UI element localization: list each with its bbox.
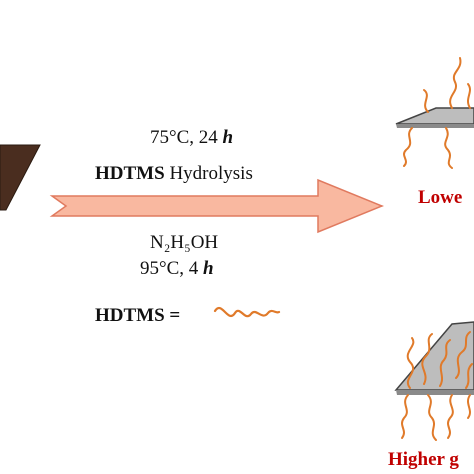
hdtms-chain-icon	[401, 394, 409, 439]
sheet-lower-edge	[396, 124, 474, 128]
hdtms-chain-icon	[423, 89, 429, 113]
condition-below-temp-time: 95°C, 4 h	[140, 259, 214, 278]
condition-above-temp-time: 75°C, 24 h	[150, 128, 233, 147]
condition-above-process: HDTMS Hydrolysis	[95, 164, 253, 183]
starting-substrate	[0, 144, 41, 211]
reagent-hdtms-label: HDTMS	[95, 163, 165, 184]
process-hydrolysis-label: Hydrolysis	[164, 163, 253, 184]
sheet-higher-edge	[396, 390, 474, 395]
hdtms-chain-icon	[403, 127, 413, 167]
legend-hdtms-label: HDTMS =	[95, 305, 181, 326]
hdtms-chain-icon	[449, 57, 462, 109]
lower-grafted-sheet	[395, 57, 474, 169]
hdtms-chain-icon	[439, 339, 451, 387]
hdtms-chain-icon	[465, 363, 473, 389]
hdtms-chain-icon	[421, 333, 433, 385]
result-higher-label: Higher g	[388, 449, 459, 470]
condition-above-temp-value: 75°C, 24	[150, 127, 223, 148]
hdtms-chain-icon	[406, 337, 415, 389]
hdtms-chain-icon	[455, 331, 471, 379]
sheet-lower	[395, 107, 474, 125]
condition-below-time-unit: h	[203, 258, 214, 279]
hdtms-chain-icon	[444, 127, 453, 169]
condition-below-temp-value: 95°C, 4	[140, 258, 204, 279]
hdtms-chain-icon	[213, 307, 281, 318]
hdtms-chain-icon	[467, 83, 471, 109]
reaction-arrow	[49, 178, 384, 234]
higher-grafted-sheet	[394, 321, 474, 441]
hdtms-chain-icon	[447, 394, 454, 439]
condition-above-time-unit: h	[222, 127, 234, 148]
reagent-hydrazine-label: N₂H₅OH	[150, 232, 219, 253]
hdtms-chain-icon	[427, 394, 437, 441]
hdtms-chain-icon	[467, 394, 471, 419]
result-lower-label: Lowe	[418, 187, 463, 208]
